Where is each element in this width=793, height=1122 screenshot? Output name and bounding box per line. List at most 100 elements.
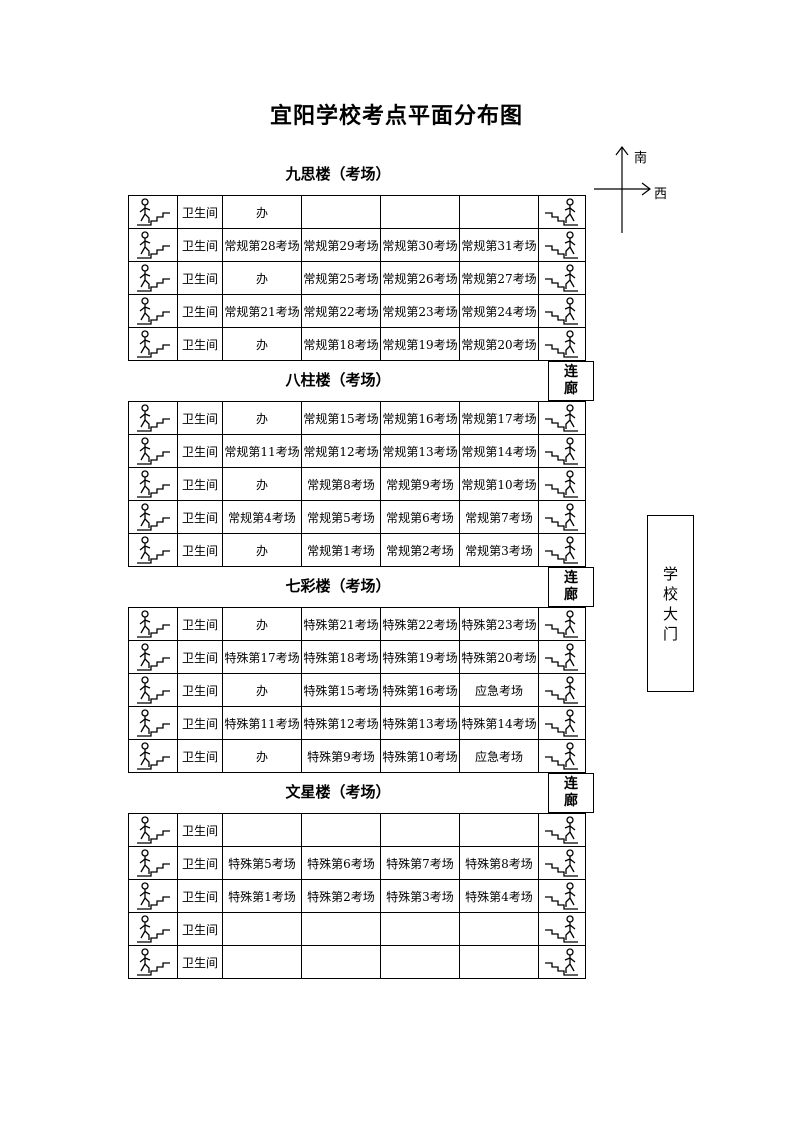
stairs-person-icon	[540, 642, 585, 672]
corridor-char: 廊	[564, 381, 578, 397]
exam-room-cell: 常规第19考场	[380, 327, 460, 361]
stairs-person-icon	[540, 403, 585, 433]
exam-room-cell: 办	[222, 607, 302, 641]
compass-arrows-icon	[594, 146, 651, 233]
exam-room-cell: 特殊第8考场	[459, 846, 539, 880]
stairs-person-icon	[130, 947, 177, 977]
exam-room-cell: 常规第3考场	[459, 533, 539, 567]
stairs-person-icon	[540, 881, 585, 911]
floor-row: 一楼卫生间办常规第18考场常规第19考场常规第20考场	[128, 327, 586, 361]
exam-room-cell: 特殊第22考场	[380, 607, 460, 641]
restroom-cell: 卫生间	[177, 467, 223, 501]
stairs-person-icon	[130, 296, 177, 326]
floor-row: 四楼卫生间常规第28考场常规第29考场常规第30考场常规第31考场	[128, 228, 586, 262]
floor-row: 一楼 卫生间	[128, 945, 586, 979]
stairs-person-icon	[540, 197, 585, 227]
restroom-cell: 卫生间	[177, 846, 223, 880]
stairs-right	[538, 607, 586, 641]
stairs-person-icon	[130, 502, 177, 532]
floor-row: 二楼卫生间常规第4考场常规第5考场常规第6考场常规第7考场	[128, 500, 586, 534]
building-header: 文星楼（考场）连廊	[128, 773, 598, 813]
exam-room-cell: 常规第30考场	[380, 228, 460, 262]
exam-room-cell: 特殊第13考场	[380, 706, 460, 740]
stairs-person-icon	[130, 403, 177, 433]
exam-room-cell: 办	[222, 327, 302, 361]
stairs-person-icon	[130, 642, 177, 672]
stairs-right	[538, 401, 586, 435]
stairs-person-icon	[130, 436, 177, 466]
floor-row: 一楼卫生间办特殊第9考场特殊第10考场应急考场	[128, 739, 586, 773]
school-gate: 学 校 大 门	[647, 515, 694, 692]
exam-room-cell: 常规第6考场	[380, 500, 460, 534]
floor-label-cell: 二楼	[128, 295, 129, 328]
floor-label-cell: 四楼	[128, 435, 129, 468]
exam-room-cell: 特殊第21考场	[301, 607, 381, 641]
stairs-left	[128, 912, 178, 946]
exam-room-cell: 办	[222, 739, 302, 773]
restroom-cell: 卫生间	[177, 813, 223, 847]
stairs-person-icon	[540, 914, 585, 944]
exam-room-cell: 常规第18考场	[301, 327, 381, 361]
stairs-left	[128, 434, 178, 468]
exam-room-cell: 特殊第17考场	[222, 640, 302, 674]
restroom-cell: 卫生间	[177, 739, 223, 773]
stairs-person-icon	[540, 436, 585, 466]
stairs-left	[128, 467, 178, 501]
stairs-right	[538, 228, 586, 262]
floor-row: 三楼卫生间办常规第8考场常规第9考场常规第10考场	[128, 467, 586, 501]
stairs-left	[128, 640, 178, 674]
stairs-right	[538, 912, 586, 946]
exam-room-cell: 特殊第3考场	[380, 879, 460, 913]
exam-room-cell: 常规第15考场	[301, 401, 381, 435]
corridor-char: 廊	[564, 587, 578, 603]
exam-room-cell: 常规第10考场	[459, 467, 539, 501]
corridor-connector: 连廊	[548, 567, 594, 607]
restroom-cell: 卫生间	[177, 879, 223, 913]
stairs-person-icon	[540, 469, 585, 499]
floor-row: 五楼卫生间	[128, 813, 586, 847]
building-floor-table: 五楼卫生间办常规第15考场常规第16考场常规第17考场四楼卫生间常规第11考场常…	[128, 401, 586, 567]
exam-room-cell: 特殊第2考场	[301, 879, 381, 913]
page-title: 宜阳学校考点平面分布图	[269, 103, 523, 129]
floor-label-cell: 四楼	[128, 847, 129, 880]
building-header: 八柱楼（考场）连廊	[128, 361, 598, 401]
stairs-left	[128, 228, 178, 262]
stairs-person-icon	[130, 535, 177, 565]
exam-room-cell	[301, 912, 381, 946]
stairs-left	[128, 261, 178, 295]
exam-room-cell: 特殊第9考场	[301, 739, 381, 773]
stairs-left	[128, 706, 178, 740]
stairs-left	[128, 195, 178, 229]
exam-room-cell: 常规第26考场	[380, 261, 460, 295]
stairs-right	[538, 327, 586, 361]
stairs-right	[538, 195, 586, 229]
stairs-right	[538, 261, 586, 295]
floor-label-cell: 三楼	[128, 674, 129, 707]
exam-room-cell	[459, 945, 539, 979]
building-floor-table: 五楼卫生间办四楼卫生间常规第28考场常规第29考场常规第30考场常规第31考场三…	[128, 195, 586, 361]
floor-label-cell: 一楼	[128, 946, 129, 979]
exam-room-cell: 常规第8考场	[301, 467, 381, 501]
stairs-person-icon	[130, 741, 177, 771]
exam-room-cell: 常规第4考场	[222, 500, 302, 534]
stairs-left	[128, 500, 178, 534]
floor-row: 五楼卫生间办特殊第21考场特殊第22考场特殊第23考场	[128, 607, 586, 641]
exam-room-cell: 常规第7考场	[459, 500, 539, 534]
stairs-left	[128, 327, 178, 361]
exam-room-cell: 常规第28考场	[222, 228, 302, 262]
corridor-char: 廊	[564, 793, 578, 809]
building-name: 七彩楼（考场）	[285, 577, 391, 595]
exam-room-cell: 特殊第14考场	[459, 706, 539, 740]
stairs-right	[538, 879, 586, 913]
exam-room-cell: 常规第17考场	[459, 401, 539, 435]
restroom-cell: 卫生间	[177, 945, 223, 979]
floor-label-cell: 三楼	[128, 880, 129, 913]
floor-row: 二楼卫生间特殊第11考场特殊第12考场特殊第13考场特殊第14考场	[128, 706, 586, 740]
exam-room-cell	[459, 195, 539, 229]
exam-room-cell: 办	[222, 261, 302, 295]
exam-room-cell: 常规第1考场	[301, 533, 381, 567]
stairs-person-icon	[130, 881, 177, 911]
restroom-cell: 卫生间	[177, 673, 223, 707]
exam-room-cell: 特殊第16考场	[380, 673, 460, 707]
stairs-person-icon	[130, 708, 177, 738]
